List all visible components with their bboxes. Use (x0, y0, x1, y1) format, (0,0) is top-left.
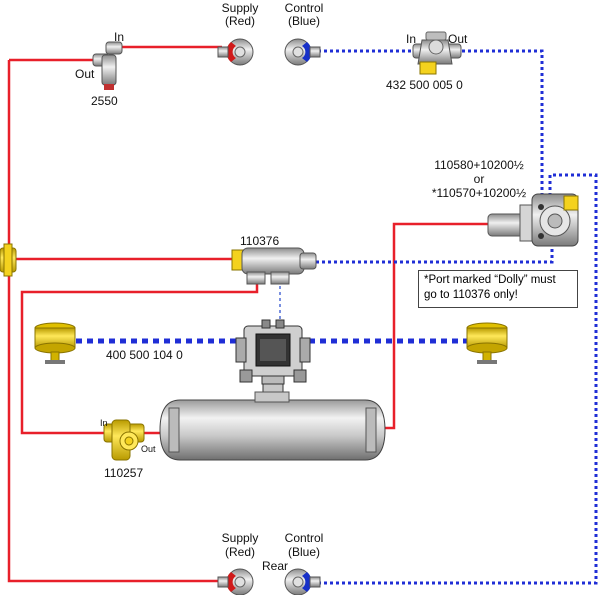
air-reservoir-tank[interactable] (159, 391, 386, 461)
label-relay-part-3: *110570+10200½ (431, 186, 527, 200)
supply-lines (7, 45, 490, 583)
label-control-bottom-2: (Blue) (287, 545, 321, 559)
label-valve-part: 432 500 005 0 (386, 78, 463, 92)
gladhand-supply-bottom[interactable] (217, 568, 254, 595)
control-line-rear (318, 173, 598, 585)
brake-chamber-left[interactable] (34, 322, 76, 364)
label-supply-top-2: (Red) (224, 14, 256, 28)
label-control-bottom-1: Control (284, 531, 324, 545)
label-supply-bottom-1: Supply (221, 531, 259, 545)
label-tee-part: 110376 (240, 234, 280, 248)
drain-valve-110257[interactable] (103, 419, 145, 461)
label-relay-part-2: or (473, 172, 485, 186)
label-elbow-part: 2550 (91, 94, 118, 108)
note-line-2: go to 110376 only! (424, 289, 518, 301)
label-control-top-1: Control (284, 1, 324, 15)
label-supply-bottom-2: (Red) (224, 545, 256, 559)
label-relay-part-1: 110580+10200½ (434, 158, 524, 172)
control-lines (316, 49, 598, 585)
label-chamber-part: 400 500 104 0 (106, 348, 183, 362)
supply-line-left-vertical (7, 60, 225, 583)
supply-line-tank-to-relay (384, 222, 490, 430)
dolly-port-note: *Port marked “Dolly” must go to 110376 o… (418, 270, 578, 308)
label-drain-out: Out (141, 444, 156, 454)
relay-valve-110580[interactable] (487, 193, 579, 247)
label-drain-in: In (100, 418, 108, 428)
control-valve-432[interactable] (412, 31, 462, 75)
gladhand-control-bottom[interactable] (284, 568, 321, 595)
elbow-fitting-2550[interactable] (92, 41, 123, 90)
label-supply-top-1: Supply (221, 1, 259, 15)
brake-chamber-right[interactable] (466, 322, 508, 364)
label-elbow-in: In (114, 30, 125, 44)
gladhand-control-top[interactable] (284, 38, 321, 66)
supply-line-tee-down (20, 278, 259, 435)
control-line-tee-to-relay (316, 238, 554, 264)
label-valve-in: In (406, 32, 417, 46)
note-line-1: *Port marked “Dolly” must (424, 274, 556, 286)
abs-modulator-valve[interactable] (235, 319, 311, 403)
label-control-top-2: (Blue) (287, 14, 321, 28)
gladhand-supply-top[interactable] (217, 38, 254, 66)
label-drain-part: 110257 (104, 466, 144, 480)
control-line-top (318, 49, 544, 195)
label-rear: Rear (262, 559, 289, 573)
left-yellow-tee[interactable] (0, 243, 17, 277)
label-elbow-out: Out (75, 67, 95, 81)
label-valve-out: Out (448, 32, 468, 46)
tee-fitting-110376[interactable] (231, 247, 317, 285)
